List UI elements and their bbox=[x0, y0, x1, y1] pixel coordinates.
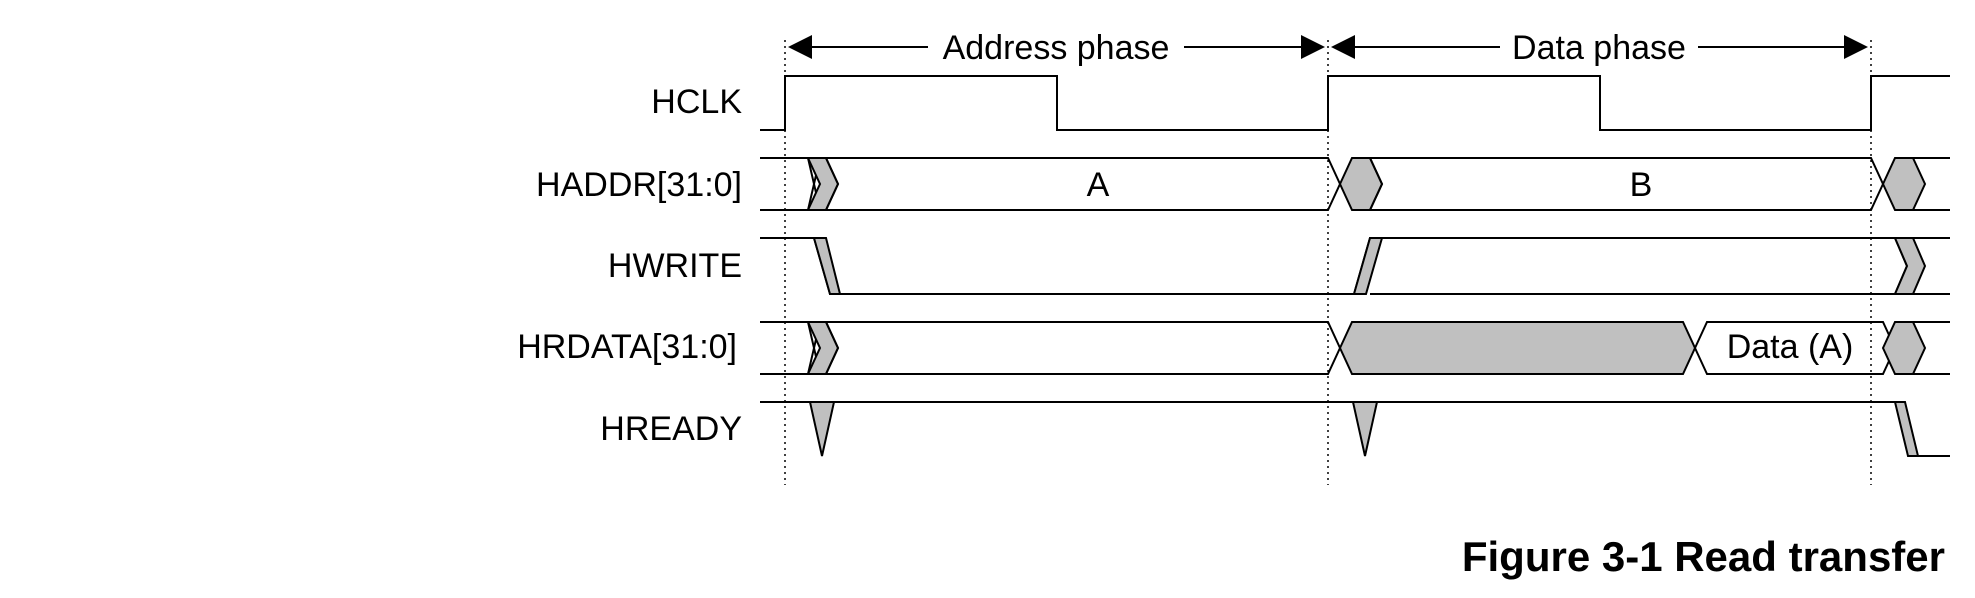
hready-label: HREADY bbox=[600, 410, 742, 448]
address-phase-label: Address phase bbox=[943, 29, 1170, 67]
hready-waveform bbox=[760, 401, 1950, 457]
haddr-waveform: A B bbox=[760, 157, 1950, 211]
hrdata-label: HRDATA[31:0] bbox=[517, 328, 737, 366]
data-phase-label: Data phase bbox=[1512, 29, 1686, 67]
haddr-value-b: B bbox=[1630, 166, 1653, 204]
hclk-label: HCLK bbox=[651, 83, 742, 121]
hwrite-waveform bbox=[760, 237, 1950, 295]
haddr-value-a: A bbox=[1087, 166, 1110, 204]
hrdata-waveform: Data (A) bbox=[760, 321, 1950, 375]
hwrite-label: HWRITE bbox=[608, 247, 742, 285]
hclk-waveform bbox=[760, 75, 1950, 131]
figure-caption: Figure 3-1 Read transfer bbox=[1462, 533, 1945, 580]
hrdata-value-data-a: Data (A) bbox=[1727, 328, 1854, 366]
haddr-label: HADDR[31:0] bbox=[536, 166, 742, 204]
address-phase-marker: Address phase bbox=[788, 29, 1325, 67]
data-phase-marker: Data phase bbox=[1331, 29, 1868, 67]
